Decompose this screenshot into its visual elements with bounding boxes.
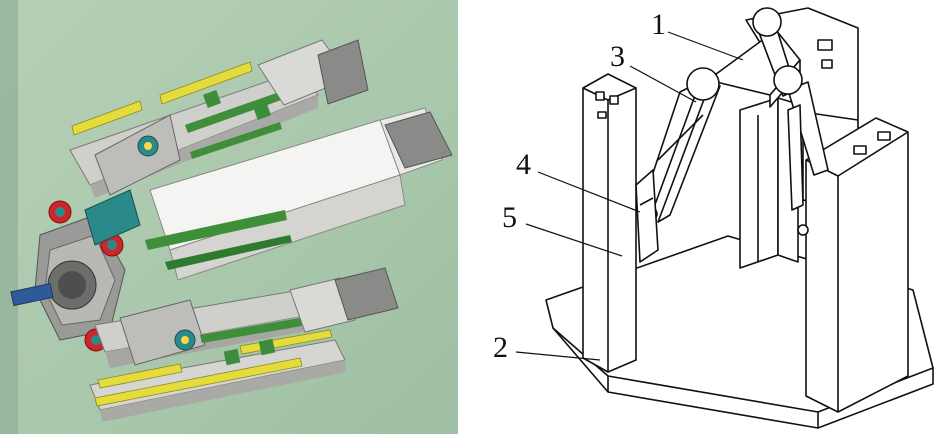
left-column [582,73,637,373]
callout-4: 4 [516,148,531,181]
leader-3 [629,65,697,103]
lower-actuator-arm [89,267,399,422]
upper-actuator-arm [69,39,369,198]
cad-render-panel [0,0,458,434]
leader-5 [525,223,623,257]
leader-1 [667,31,744,61]
callout-5: 5 [502,201,517,234]
spindle-platform [10,189,141,352]
middle-actuator-arm [145,107,453,281]
callout-1: 1 [651,8,666,41]
callout-leaders [515,31,744,361]
leader-2 [515,351,601,361]
right-column [805,117,909,413]
callout-3: 3 [610,40,625,73]
slider-carriage [635,169,659,263]
cad-render-image [0,0,458,434]
line-drawing-panel: 1 2 3 4 5 [458,0,938,434]
mechanism-line-drawing [515,7,934,429]
callout-2: 2 [493,331,508,364]
leader-4 [537,171,641,213]
